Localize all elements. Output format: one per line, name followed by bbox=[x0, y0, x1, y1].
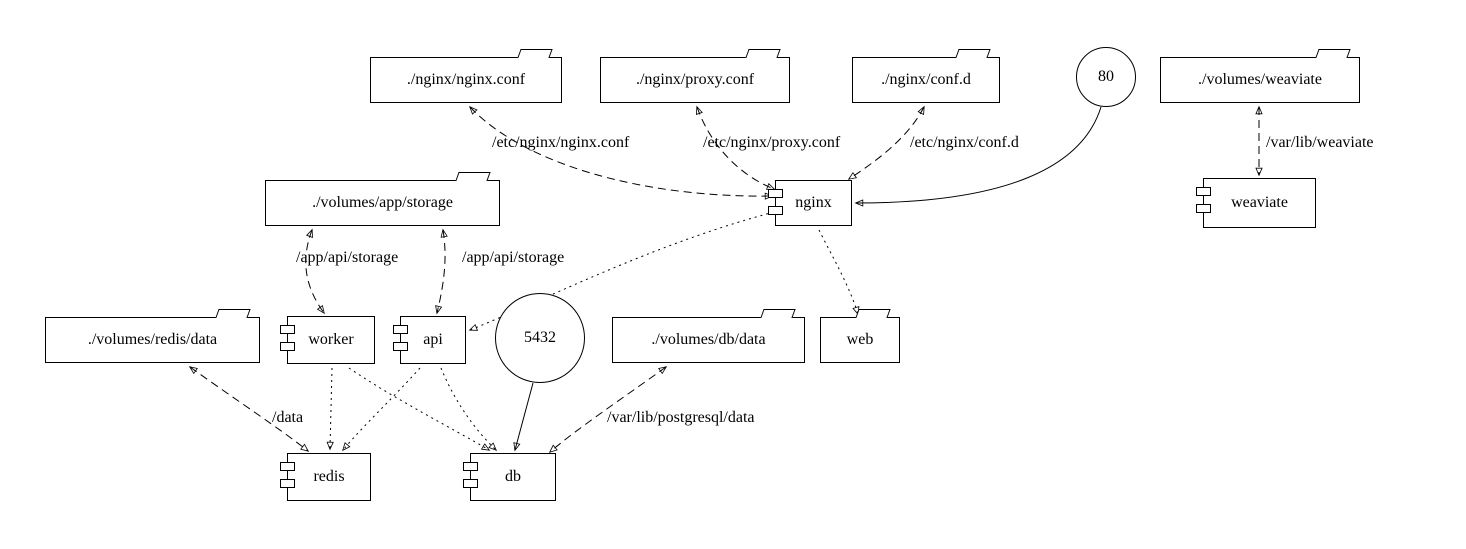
edge-worker-db bbox=[348, 367, 491, 451]
edge-nginx-proxy-conf bbox=[695, 105, 776, 190]
edge-label-nginx-conf-mount: /etc/nginx/nginx.conf bbox=[492, 134, 630, 151]
node-volumes-db-data-label: ./volumes/db/data bbox=[651, 331, 766, 348]
node-conf-d-label: ./nginx/conf.d bbox=[881, 71, 971, 88]
node-volumes-redis-data: ./volumes/redis/data bbox=[45, 317, 260, 363]
edge-label-weaviate-mount: /var/lib/weaviate bbox=[1266, 134, 1374, 151]
edge-worker-redis bbox=[326, 367, 334, 451]
node-port-80: 80 bbox=[1076, 47, 1136, 107]
node-port-80-label: 80 bbox=[1098, 68, 1114, 85]
node-nginx-label: nginx bbox=[795, 194, 832, 211]
node-redis-label: redis bbox=[313, 468, 345, 485]
node-api-label: api bbox=[423, 331, 443, 348]
edge-db-data-db bbox=[548, 366, 668, 453]
edge-label-proxy-conf-mount: /etc/nginx/proxy.conf bbox=[703, 134, 841, 151]
node-volumes-app-storage-label: ./volumes/app/storage bbox=[312, 194, 453, 211]
edge-redis-data-redis bbox=[188, 366, 310, 452]
edge-label-storage-worker-mount: /app/api/storage bbox=[296, 249, 399, 266]
edge-storage-api bbox=[435, 228, 448, 315]
node-nginx: nginx bbox=[768, 180, 852, 226]
node-redis: redis bbox=[280, 453, 371, 501]
node-worker: worker bbox=[280, 316, 375, 364]
node-db: db bbox=[463, 453, 556, 501]
node-web: web bbox=[820, 317, 900, 363]
edge-port80-nginx bbox=[854, 106, 1102, 207]
node-nginx-conf-label: ./nginx/nginx.conf bbox=[406, 71, 526, 88]
node-nginx-conf: ./nginx/nginx.conf bbox=[370, 57, 562, 103]
node-web-label: web bbox=[846, 331, 874, 348]
node-weaviate: weaviate bbox=[1196, 178, 1316, 228]
node-port-5432-label: 5432 bbox=[524, 329, 556, 346]
node-weaviate-label: weaviate bbox=[1231, 194, 1288, 211]
node-volumes-weaviate: ./volumes/weaviate bbox=[1160, 57, 1360, 103]
node-volumes-redis-data-label: ./volumes/redis/data bbox=[87, 331, 218, 348]
node-worker-label: worker bbox=[308, 331, 354, 348]
node-proxy-conf-label: ./nginx/proxy.conf bbox=[635, 71, 755, 88]
node-db-label: db bbox=[505, 468, 521, 485]
edge-port5432-db bbox=[513, 382, 534, 452]
edge-label-db-mount: /var/lib/postgresql/data bbox=[607, 409, 755, 426]
node-proxy-conf: ./nginx/proxy.conf bbox=[600, 57, 790, 103]
node-port-5432: 5432 bbox=[495, 293, 585, 383]
node-volumes-weaviate-label: ./volumes/weaviate bbox=[1198, 71, 1322, 88]
edge-api-redis bbox=[342, 367, 421, 452]
node-volumes-db-data: ./volumes/db/data bbox=[612, 317, 805, 363]
node-api: api bbox=[393, 316, 466, 364]
edge-label-redis-mount: /data bbox=[272, 409, 304, 426]
edge-storage-worker bbox=[305, 228, 325, 315]
edge-nginx-nginx-conf bbox=[469, 105, 774, 200]
node-conf-d: ./nginx/conf.d bbox=[852, 57, 1000, 103]
edge-nginx-web bbox=[818, 229, 860, 316]
edge-nginx-conf-d bbox=[847, 105, 925, 180]
node-volumes-app-storage: ./volumes/app/storage bbox=[265, 180, 500, 226]
edge-label-storage-api-mount: /app/api/storage bbox=[462, 249, 565, 266]
edge-nginx-api bbox=[468, 211, 775, 331]
edge-label-conf-d-mount: /etc/nginx/conf.d bbox=[910, 134, 1019, 151]
